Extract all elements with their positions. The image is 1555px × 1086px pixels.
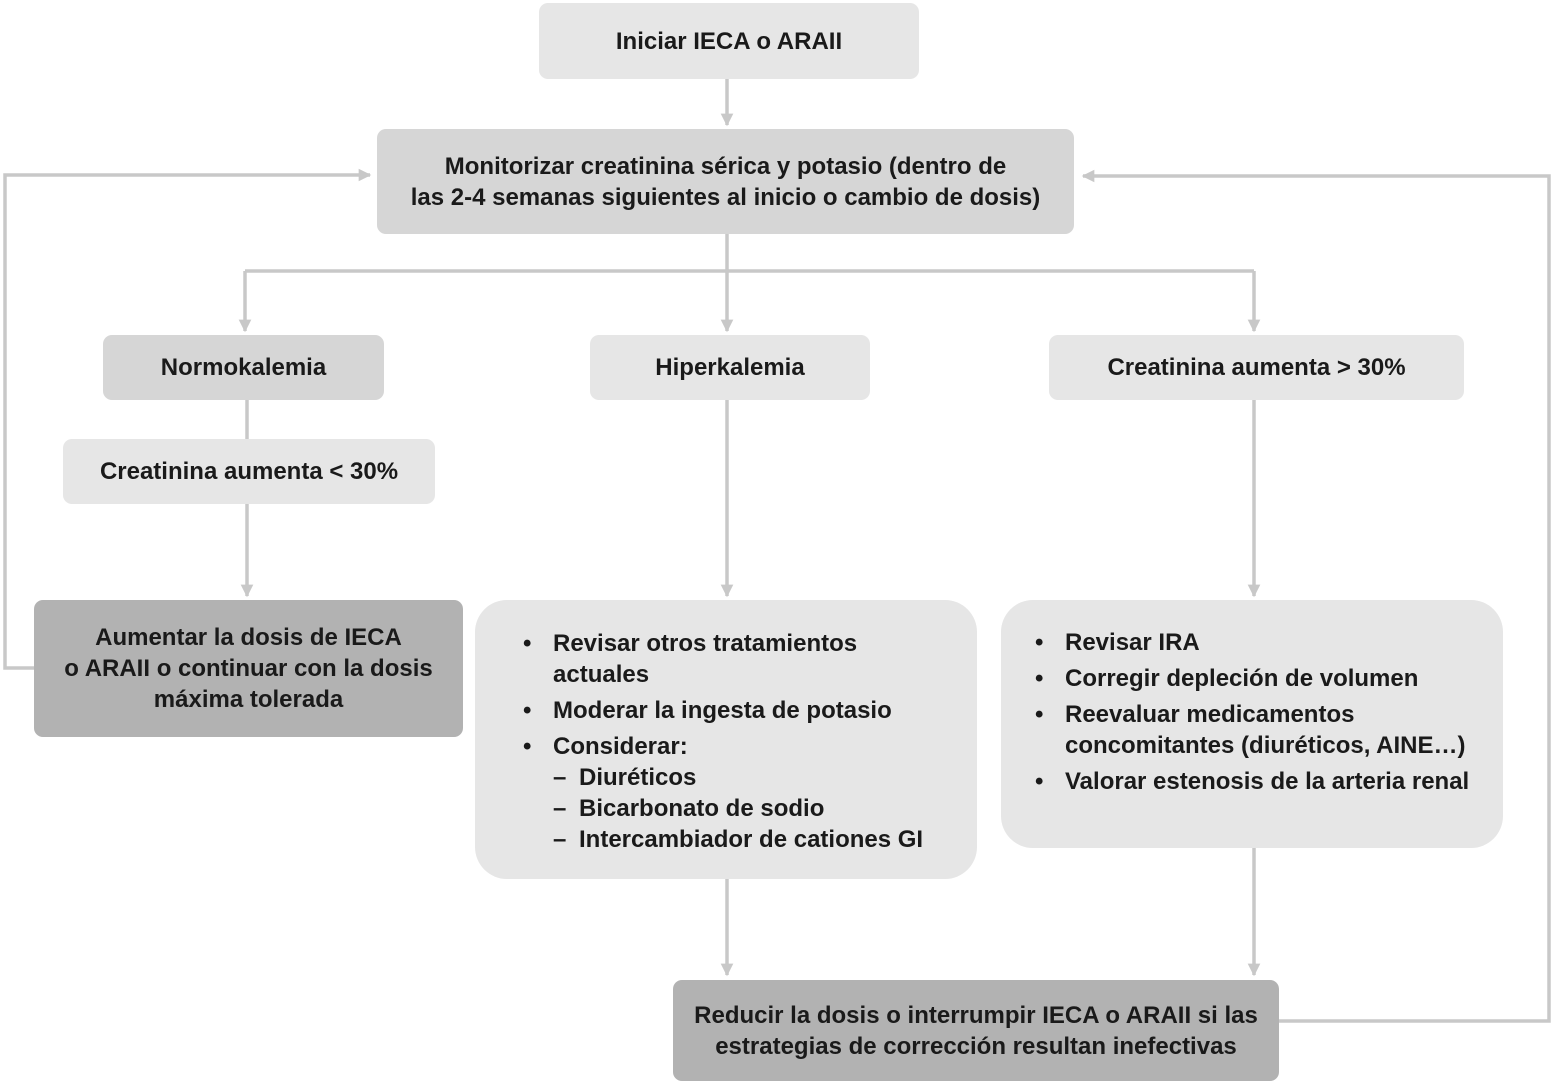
normokalemia-node: Normokalemia <box>103 335 384 400</box>
list-item-text: actuales <box>553 661 650 688</box>
list-item: Valorar estenosis de la arteria renal <box>1027 766 1469 797</box>
creatinine-low-text: Creatinina aumenta < 30% <box>99 458 399 485</box>
increase-dose-line: Aumentar la dosis de IECA <box>95 624 402 651</box>
monitor-line: Monitorizar creatinina sérica y potasio … <box>444 152 1007 180</box>
sub-list: Diuréticos Bicarbonato de sodio Intercam… <box>553 762 923 855</box>
list-item: Moderar la ingesta de potasio <box>515 695 923 726</box>
creatinine-high-text: Creatinina aumenta > 30% <box>1107 354 1406 381</box>
hyperkalemia-actions-list: Revisar otros tratamientos actuales Mode… <box>515 628 923 860</box>
loop-reduce-to-monitor <box>1081 169 1551 1023</box>
creatinine-high-node: Creatinina aumenta > 30% <box>1049 335 1464 400</box>
monitor-node: Monitorizar creatinina sérica y potasio … <box>377 129 1074 234</box>
increase-dose-node: Aumentar la dosis de IECA o ARAII o cont… <box>34 600 463 737</box>
list-item-text: Valorar estenosis de la arteria renal <box>1065 768 1470 795</box>
list-item-text: Reevaluar medicamentos <box>1065 701 1355 728</box>
monitor-line: las 2-4 semanas siguientes al inicio o c… <box>410 183 1041 211</box>
normokalemia-text: Normokalemia <box>160 354 327 381</box>
reduce-dose-line: estrategias de corrección resultan inefe… <box>715 1032 1237 1060</box>
sub-list-item: Intercambiador de cationes GI <box>553 824 923 855</box>
increase-dose-line: máxima tolerada <box>153 686 344 713</box>
reduce-dose-node: Reducir la dosis o interrumpir IECA o AR… <box>673 980 1279 1081</box>
loop-increase-to-monitor <box>3 168 372 670</box>
list-item: Reevaluar medicamentos concomitantes (di… <box>1027 699 1469 761</box>
hiperkalemia-text: Hiperkalemia <box>655 354 805 381</box>
hyperkalemia-actions-node: Revisar otros tratamientos actuales Mode… <box>475 600 977 879</box>
list-item-text: Revisar IRA <box>1065 629 1200 656</box>
sub-list-item: Bicarbonato de sodio <box>553 793 923 824</box>
list-item: Considerar: Diuréticos Bicarbonato de so… <box>515 731 923 855</box>
creatinine-low-node: Creatinina aumenta < 30% <box>63 439 435 504</box>
list-item: Revisar otros tratamientos actuales <box>515 628 923 690</box>
list-item-text: Moderar la ingesta de potasio <box>553 697 892 724</box>
sub-list-item: Diuréticos <box>553 762 923 793</box>
start-node-text: Iniciar IECA o ARAII <box>615 27 843 55</box>
start-node: Iniciar IECA o ARAII <box>539 3 919 79</box>
list-item-text: concomitantes (diuréticos, AINE…) <box>1065 732 1466 759</box>
increase-dose-line: o ARAII o continuar con la dosis <box>64 655 433 682</box>
reduce-dose-line: Reducir la dosis o interrumpir IECA o AR… <box>694 1001 1258 1029</box>
list-item-text: Corregir depleción de volumen <box>1065 665 1419 692</box>
creatinine-actions-list: Revisar IRA Corregir depleción de volume… <box>1027 627 1469 802</box>
list-item: Corregir depleción de volumen <box>1027 663 1469 694</box>
list-item-text: Considerar: <box>553 733 688 760</box>
hiperkalemia-node: Hiperkalemia <box>590 335 870 400</box>
list-item: Revisar IRA <box>1027 627 1469 658</box>
list-item-text: Revisar otros tratamientos <box>553 630 858 657</box>
creatinine-actions-node: Revisar IRA Corregir depleción de volume… <box>1001 600 1503 848</box>
